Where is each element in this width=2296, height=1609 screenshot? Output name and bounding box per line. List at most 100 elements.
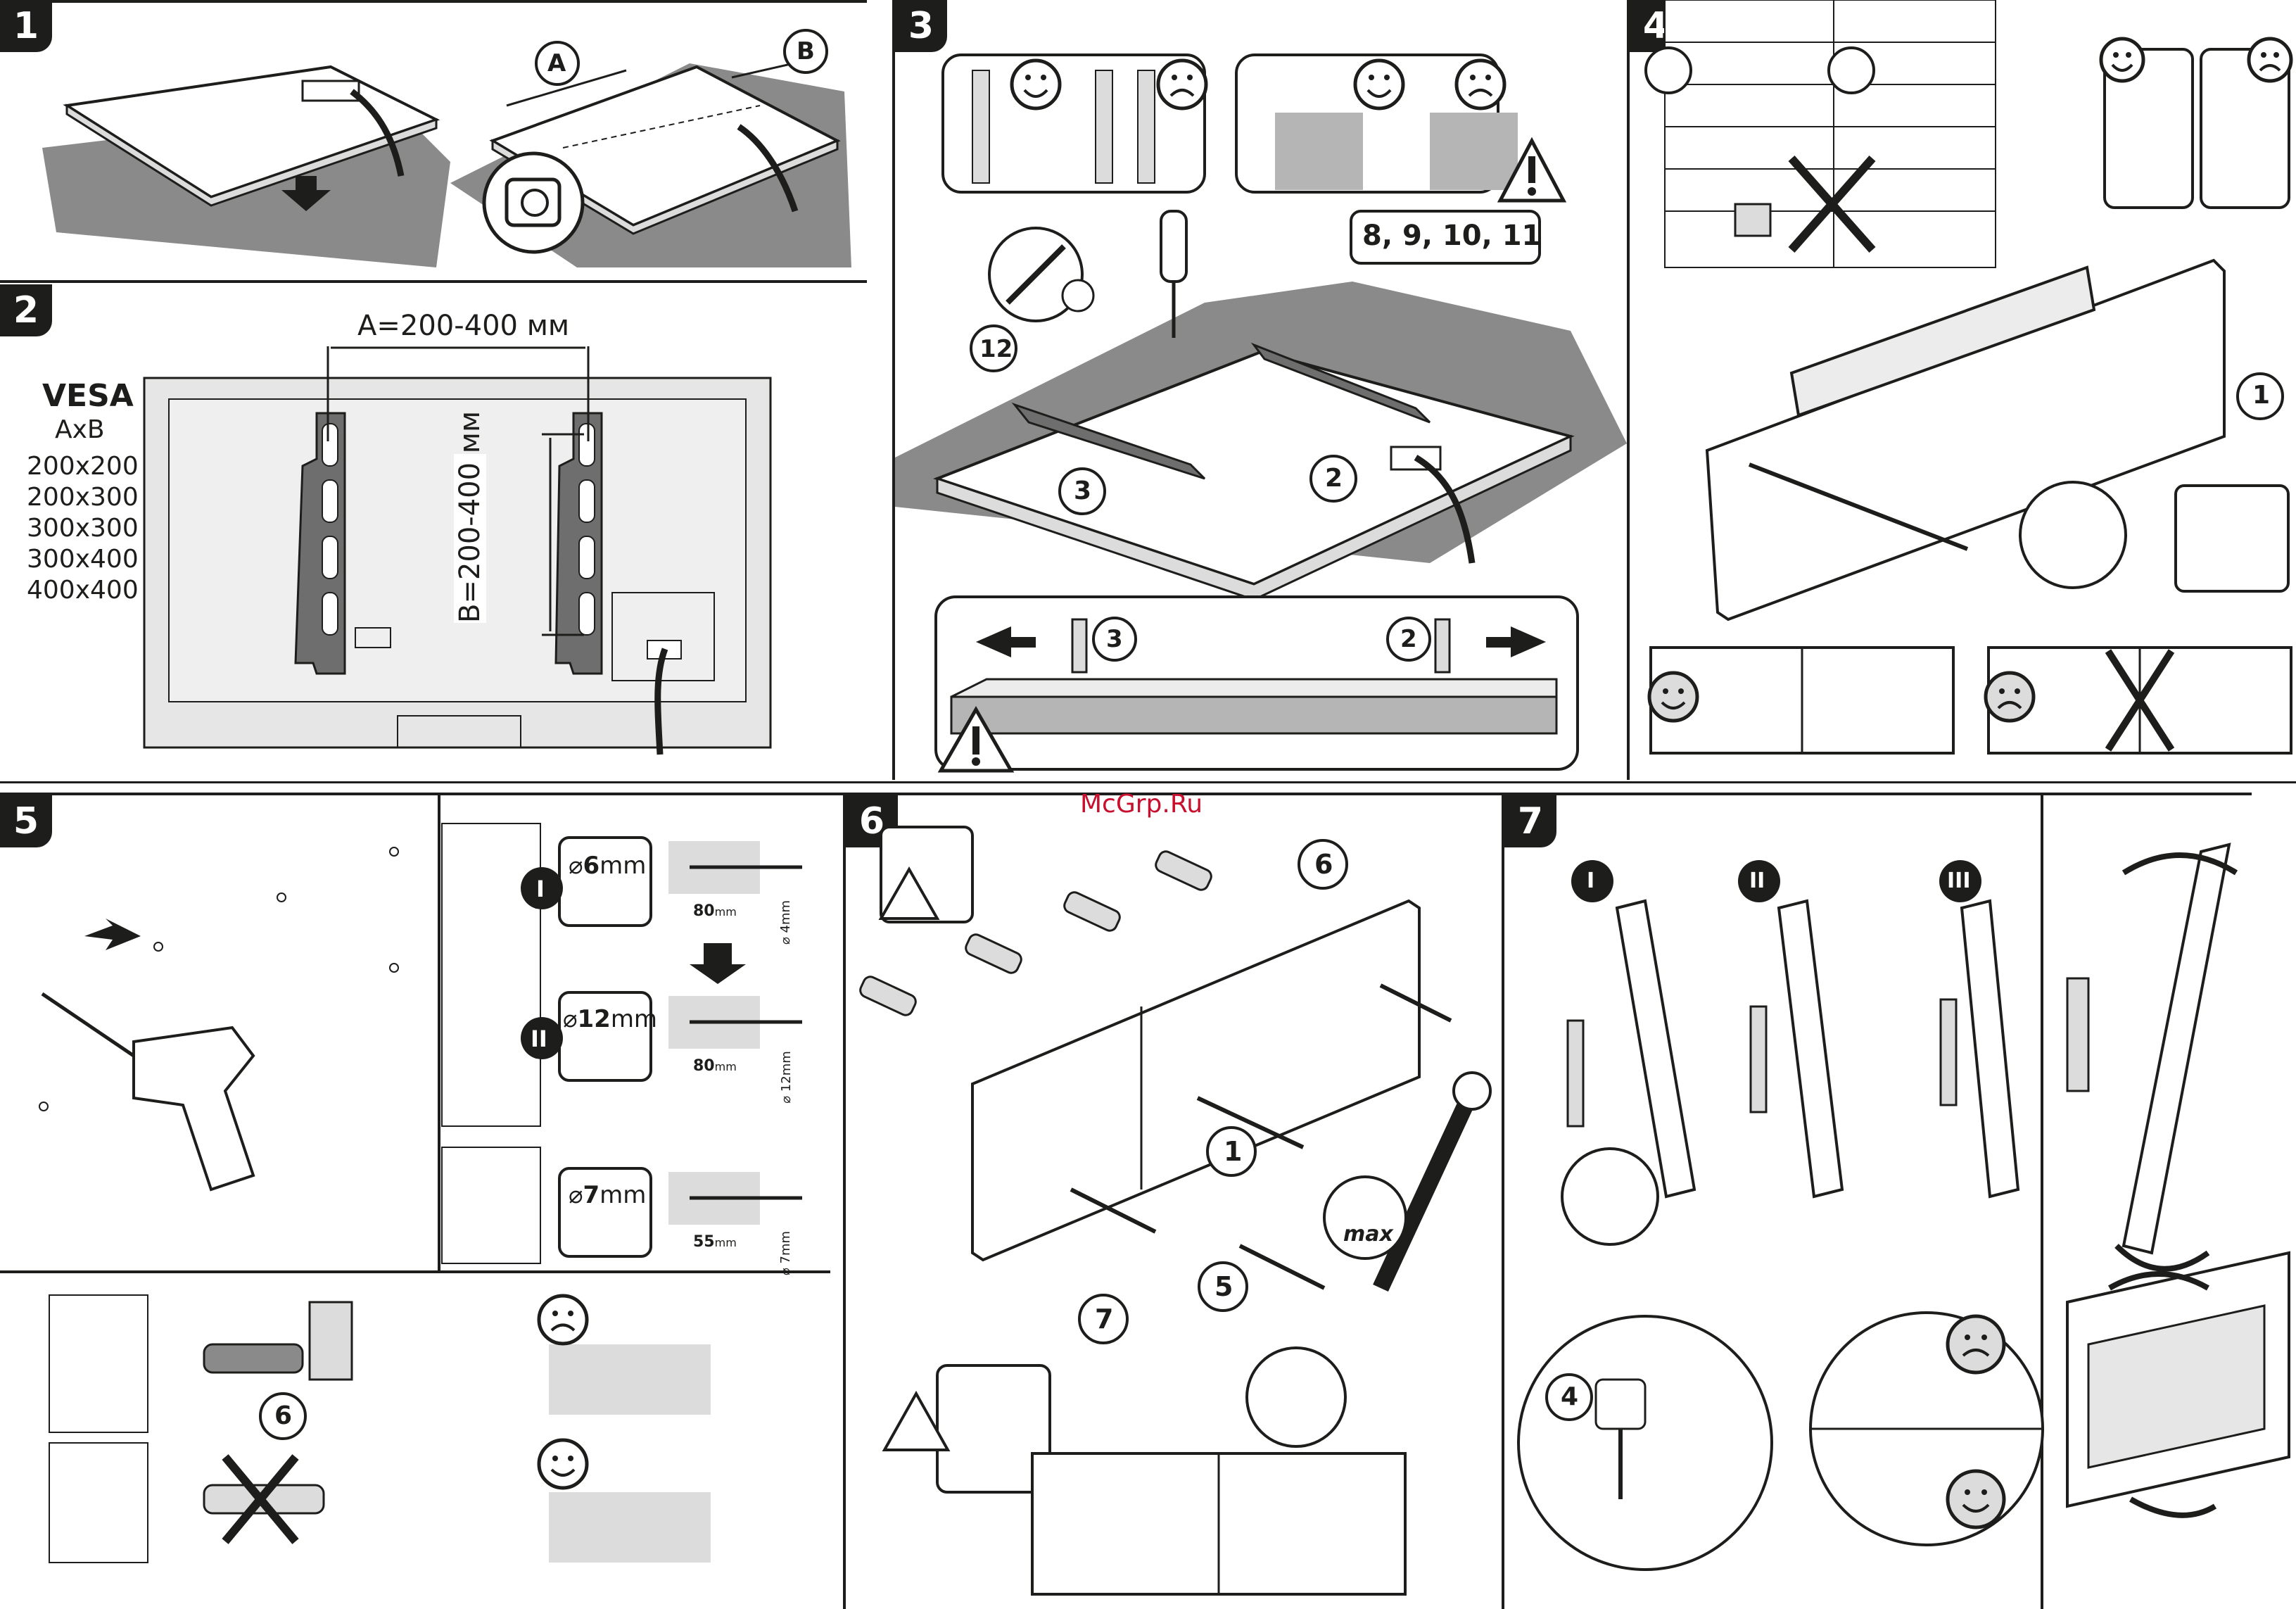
bracket-slot: [579, 480, 595, 522]
wood-sample: [442, 1147, 540, 1263]
bit-diameter-3: ⌀7mm: [569, 1181, 646, 1209]
anchor-icon: [204, 1344, 303, 1373]
bit-diameter-1: ⌀6mm: [569, 852, 646, 880]
water-warning-icon: [1829, 48, 1874, 93]
screws-label: 8, 9, 10, 11: [1362, 220, 1541, 252]
rotate-hands-icon: [1247, 1348, 1345, 1446]
sad-face-icon: [1948, 1316, 2004, 1373]
brick-wall-sample: [442, 824, 540, 1126]
mark-detail-icon: [2020, 482, 2126, 588]
wall-plate-side: [1941, 999, 1956, 1105]
callout-1: 1: [2252, 381, 2270, 410]
step7-illustration: [1504, 795, 2296, 1609]
bracket-side: [1072, 619, 1086, 672]
wall-plate-side: [1751, 1007, 1766, 1112]
roman-1: I: [1587, 869, 1594, 893]
arrow-left-icon: [84, 919, 141, 950]
vesa-size-1: 200x200: [27, 452, 139, 481]
wood-sample-2: [49, 1443, 148, 1563]
dimension-b-label: B=200-400 мм: [454, 454, 486, 623]
electric-warning-icon: [1646, 48, 1691, 93]
hole-size-2: ⌀ 12mm: [779, 1051, 794, 1104]
bit-box-1: [559, 838, 651, 926]
callout-a: A: [547, 49, 566, 77]
bracket-slot: [579, 536, 595, 579]
bracket-slot: [322, 424, 338, 466]
happy-face-icon: [1948, 1471, 2004, 1527]
diameter-unit: mm: [611, 1005, 657, 1033]
step5-panel: I II ⌀6mm ⌀12mm ⌀7mm 80mm 80mm 55mm ⌀ 4m…: [0, 795, 842, 1609]
callout-3: 3: [1074, 477, 1091, 505]
tv-side-view: [951, 697, 1556, 733]
diameter-unit: mm: [600, 852, 646, 880]
hole-size-1: ⌀ 4mm: [778, 900, 793, 945]
depth-unit: mm: [715, 1060, 737, 1073]
step1-illustration: [0, 0, 867, 280]
lag-bolt: [1240, 1246, 1324, 1288]
vesa-size-5: 400x400: [27, 576, 139, 605]
happy-face-icon: [539, 1440, 587, 1488]
dimension-a-label: A=200-400 мм: [353, 310, 573, 342]
depth-label-1: 80mm: [693, 902, 737, 920]
outlet-icon: [1735, 204, 1770, 236]
diameter-unit: mm: [600, 1181, 646, 1209]
depth-value: 80: [693, 902, 715, 920]
depth-block-bad: [1430, 113, 1518, 190]
step7-panel: I II III 4: [1504, 795, 2296, 1609]
sad-face-icon: [1158, 61, 1206, 108]
tv-side-3: [1962, 901, 2018, 1197]
step4-panel: 1: [1630, 0, 2296, 780]
depth-block-good: [1275, 113, 1363, 190]
step6-illustration: [846, 795, 1500, 1609]
long-screw: [1138, 70, 1155, 183]
wall-plate-side: [2067, 978, 2088, 1091]
happy-face-icon: [1012, 61, 1060, 108]
step6-panel: 6 1 5 7 max: [846, 795, 1500, 1609]
callout-5: 5: [1214, 1271, 1233, 1302]
slide-callout-3: 3: [1106, 625, 1123, 653]
bracket-slot: [579, 593, 595, 635]
roman-2: II: [1749, 869, 1765, 893]
vesa-size-3: 300x300: [27, 514, 139, 543]
tape-body: [507, 179, 559, 225]
anchor-icon: [963, 933, 1023, 976]
callout-6: 6: [274, 1401, 292, 1430]
wall-section-good: [549, 1492, 711, 1563]
step1-panel: A B: [0, 0, 867, 280]
vesa-title: VESA: [42, 378, 134, 414]
diameter-symbol: ⌀: [563, 1005, 577, 1033]
bracket-slot: [579, 424, 595, 466]
callout-4: 4: [1561, 1382, 1578, 1411]
callout-b: B: [797, 37, 815, 65]
diameter-symbol: ⌀: [569, 852, 583, 880]
anchor-icon: [1153, 850, 1213, 892]
sad-face-icon: [1457, 61, 1504, 108]
callout-12: 12: [979, 335, 1013, 363]
diameter-symbol: ⌀: [569, 1181, 583, 1209]
vesa-size-4: 300x400: [27, 545, 139, 574]
divider-row1-bottom: [0, 781, 2296, 783]
brick-sample-2: [49, 1295, 148, 1432]
bracket-slot: [322, 480, 338, 522]
callout-1: 1: [1224, 1136, 1242, 1167]
sad-face-icon: [1986, 673, 2034, 721]
sad-face-icon: [2249, 39, 2291, 81]
anchor-icon: [1062, 890, 1122, 933]
roman-2: II: [531, 1026, 547, 1052]
wall-section-bad: [549, 1344, 711, 1415]
rotate-arrow-icon: [2117, 1246, 2208, 1269]
max-label: max: [1343, 1222, 1393, 1247]
happy-face-icon: [1355, 61, 1403, 108]
depth-label-2: 80mm: [693, 1057, 737, 1075]
depth-value: 55: [693, 1233, 715, 1251]
step4-illustration: [1630, 0, 2296, 780]
anchor-icon: [858, 975, 918, 1018]
rotate-arrow-icon: [2131, 1499, 2215, 1515]
callout-6: 6: [1314, 849, 1333, 880]
bit-diameter-2: ⌀12mm: [563, 1005, 657, 1033]
roman-3: III: [1947, 869, 1971, 893]
diameter-num: 7: [583, 1181, 600, 1209]
two-people-icon: [1562, 1149, 1658, 1244]
vesa-axb: AxB: [55, 415, 105, 444]
depth-label-3: 55mm: [693, 1233, 737, 1251]
